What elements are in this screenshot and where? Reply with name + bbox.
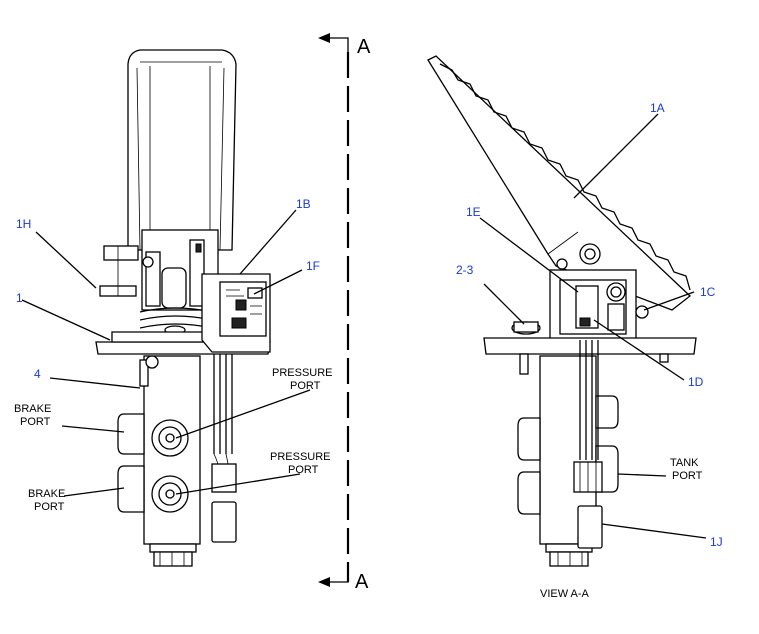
pressure-port-2-line2: PORT: [288, 464, 319, 476]
pressure-port-1-line1: PRESSURE: [272, 367, 333, 379]
section-view: [427, 55, 697, 567]
callout-1e: 1E: [466, 205, 481, 219]
callout-1d: 1D: [688, 375, 704, 389]
brake-port-2-line2: PORT: [34, 501, 65, 513]
callout-1a: 1A: [650, 101, 665, 115]
section-marker-top: A: [357, 36, 371, 58]
section-line: [318, 33, 350, 587]
pressure-port-1-line2: PORT: [290, 380, 321, 392]
callout-1h: 1H: [16, 217, 31, 231]
tank-port-line2: PORT: [672, 470, 703, 482]
brake-port-2-line1: BRAKE: [28, 488, 65, 500]
view-label: VIEW A-A: [540, 588, 590, 600]
callout-1c: 1C: [700, 285, 716, 299]
tank-port-line1: TANK: [670, 457, 699, 469]
leader-lines: [21, 113, 707, 539]
callout-1: 1: [16, 291, 23, 305]
brake-port-1-line1: BRAKE: [14, 403, 51, 415]
pressure-port-2-line1: PRESSURE: [270, 451, 331, 463]
front-view: [95, 49, 271, 567]
callout-1f: 1F: [306, 259, 320, 273]
section-marker-bottom: A: [355, 571, 369, 593]
brake-port-1-line2: PORT: [20, 416, 51, 428]
callout-2-3: 2-3: [456, 263, 474, 277]
callout-4: 4: [34, 367, 41, 381]
callout-1b: 1B: [296, 197, 311, 211]
callout-1j: 1J: [710, 535, 723, 549]
